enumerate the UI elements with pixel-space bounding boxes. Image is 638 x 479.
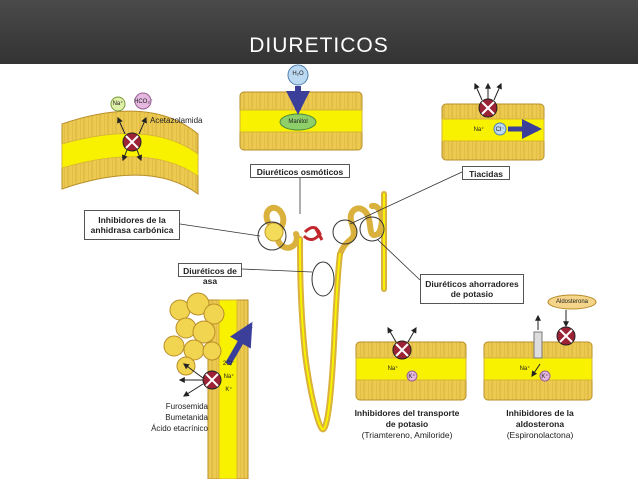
blood-vessels [302, 226, 324, 241]
chloride-ion [493, 122, 507, 136]
caption-aldosterone: Inhibidores de la aldosterona (Espironol… [490, 408, 590, 441]
diagram-stage: Na⁺ HCO₃⁻ Acetazolamida H₂O Manitol Na⁺ … [0, 64, 638, 479]
label-na-loop: Na⁺ [223, 374, 235, 380]
proximal-tubule-segment [61, 110, 199, 195]
caption-potassium-transport-drugs: (Triamtereno, Amiloride) [361, 430, 453, 440]
box-potassium-sparing: Diuréticos ahorradores de potasio [420, 274, 524, 304]
water-molecule [287, 64, 309, 86]
carbonic-block-symbol [117, 116, 147, 162]
label-h2o: H₂O [292, 71, 304, 77]
label-na-top: Na⁺ [112, 101, 124, 107]
aldosterone-block-symbol [556, 310, 576, 346]
label-2cl: 2Cl⁻ [222, 361, 236, 367]
caption-aldosterone-drugs: (Espironolactona) [506, 430, 574, 440]
slide-header [0, 0, 638, 64]
callout-circle-thiazide [332, 219, 358, 245]
aldosterone-molecule [547, 294, 597, 310]
label-na-thiazide: Na⁺ [473, 127, 485, 133]
callout-circle-distal [359, 216, 385, 242]
osmotic-tubule-segment [239, 91, 363, 151]
thiazide-block-symbol [474, 82, 502, 118]
box-thiazide: Tiacidas [462, 166, 510, 180]
nephron-diagram [61, 64, 597, 479]
label-aldosterone: Aldosterona [555, 299, 589, 305]
label-bumetanide: Bumetanida [165, 413, 208, 422]
label-k-aldosterone: K⁺ [541, 374, 549, 380]
loop-tubule-segment [163, 292, 253, 479]
distal-tubule-segment [441, 103, 545, 161]
caption-potassium-transport-title: Inhibidores del transporte de potasio [354, 408, 460, 429]
label-cl: Cl⁻ [495, 127, 505, 133]
label-k-loop: K⁺ [225, 387, 233, 393]
slide-title: DIURETICOS [249, 34, 389, 57]
label-mannitol: Manitol [288, 119, 308, 125]
callout-circle-loop [311, 261, 335, 297]
caption-aldosterone-title: Inhibidores de la aldosterona [506, 408, 574, 429]
sodium-ion [110, 96, 126, 112]
bicarbonate-ion [134, 92, 152, 110]
loop-block-symbol [178, 363, 222, 397]
label-etacrinic: Ácido etacrínico [151, 424, 208, 433]
label-na-aldosterone: Na⁺ [519, 366, 531, 372]
potassium-ion-b [539, 370, 551, 382]
glomerulus-capsule [264, 222, 284, 242]
caption-potassium-transport: Inhibidores del transporte de potasio (T… [352, 408, 462, 441]
box-carbonic-anhydrase: Inhibidores de la anhidrasa carbónica [84, 210, 180, 240]
potassium-block-symbol [387, 326, 417, 360]
sodium-arrow-b [531, 363, 541, 377]
label-hco3: HCO₃⁻ [134, 99, 153, 105]
box-loop: Diuréticos de asa [178, 263, 242, 286]
receptor-channel [533, 331, 543, 359]
potassium-ion-a [406, 370, 418, 382]
nephron-inner-lumen [299, 193, 385, 431]
box-osmotic: Diuréticos osmóticos [250, 164, 350, 178]
label-k-potassium: K⁺ [408, 374, 416, 380]
label-acetazolamide: Acetazolamida [150, 116, 203, 125]
label-furosemide: Furosemida [165, 402, 208, 411]
label-na-potassium: Na⁺ [387, 366, 399, 372]
